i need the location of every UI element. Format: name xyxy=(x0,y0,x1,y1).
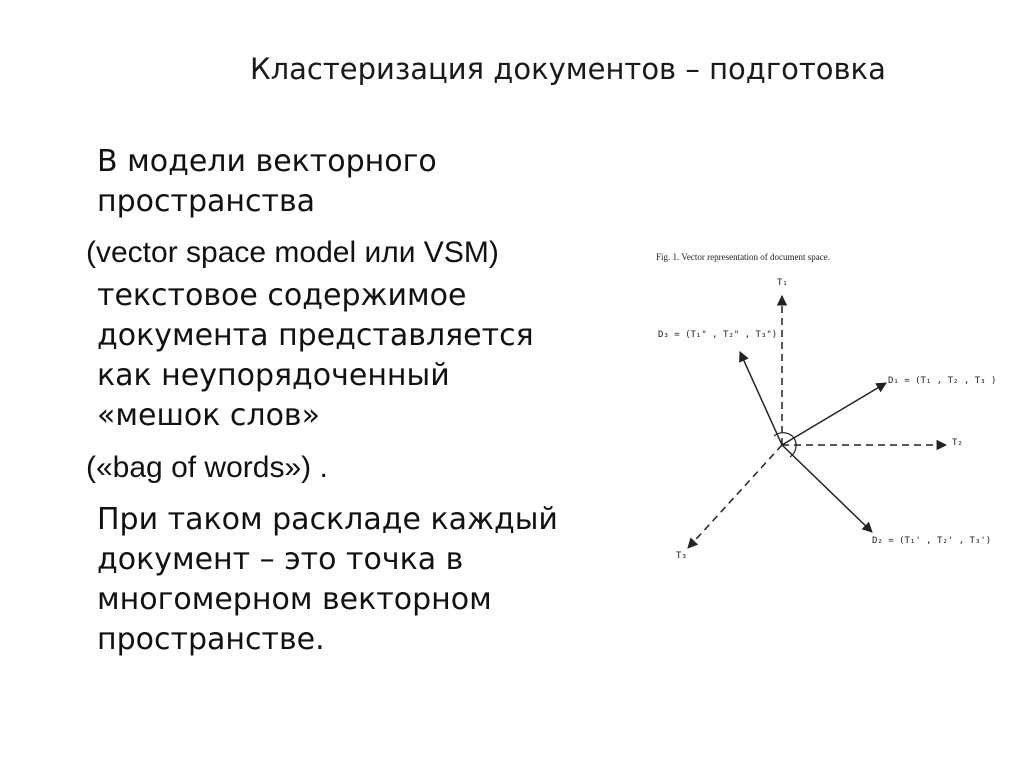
label-d1: D₁ = (T₁ , T₂ , T₃ ) xyxy=(888,376,997,386)
vector-d3 xyxy=(739,351,783,446)
body-line: текстовое содержимое xyxy=(97,278,467,313)
label-t2: T₂ xyxy=(952,438,963,448)
slide-title: Кластеризация документов – подготовка xyxy=(250,52,886,86)
angle-arc xyxy=(789,437,797,458)
body-line: как неупорядоченный xyxy=(97,358,450,393)
body-line: «мешок слов» xyxy=(97,398,320,433)
vector-space-figure: Fig. 1. Vector representation of documen… xyxy=(648,246,998,576)
label-d2: D₂ = (T₁' , T₂' , T₃') xyxy=(872,536,992,546)
axis-t3 xyxy=(687,444,783,549)
body-line: документа представляется xyxy=(97,318,534,353)
figure-caption: Fig. 1. Vector representation of documen… xyxy=(656,252,831,262)
body-line: пространства xyxy=(97,184,316,219)
vector-diagram xyxy=(687,294,948,549)
vector-d2 xyxy=(781,444,873,533)
label-t1: T₁ xyxy=(777,278,788,288)
body-line: (vector space model или VSM) xyxy=(86,236,499,269)
vector-d1 xyxy=(781,382,887,446)
label-t3: T₃ xyxy=(676,551,687,561)
body-line: документ – это точка в xyxy=(97,542,464,577)
body-line: многомерном векторном xyxy=(97,582,492,617)
label-d3: D₃ = (T₁" , T₂" , T₃") xyxy=(658,330,778,340)
body-line: В модели векторного xyxy=(97,144,437,179)
body-line: пространстве. xyxy=(97,622,325,657)
body-line: При таком раскладе каждый xyxy=(97,502,558,537)
body-line: («bag of words») . xyxy=(86,451,328,484)
angle-arc xyxy=(773,432,795,439)
